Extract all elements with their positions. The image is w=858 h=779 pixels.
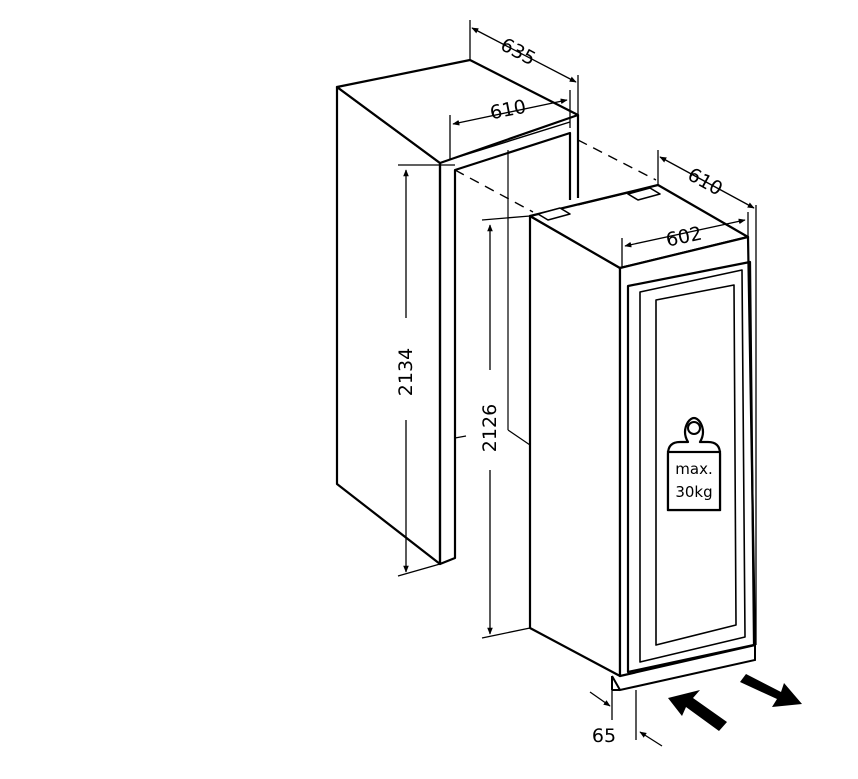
weight-line2: 30kg [675, 483, 712, 501]
weight-badge: max. 30kg [666, 416, 722, 512]
plinth-panel [611, 645, 756, 692]
dim-label-65: 65 [592, 725, 616, 747]
niche-inner-top [454, 121, 571, 159]
dim-appliance-height: 2126 [479, 215, 531, 639]
top-hinge-left [537, 207, 571, 221]
weight-icon-body [666, 450, 722, 512]
dim-plinth-offset: 65 [589, 690, 663, 747]
top-vent [577, 189, 641, 206]
weight-icon-handle [687, 421, 701, 435]
niche-opening-front [438, 131, 572, 566]
airflow-arrows [668, 674, 802, 731]
dim-niche-height: 2134 [395, 164, 455, 577]
dim-label-635: 635 [497, 34, 539, 70]
dim-label-2126: 2126 [479, 404, 501, 452]
door-inner-frame [639, 269, 746, 663]
wine-cabinet-appliance [528, 183, 757, 678]
reference-lines [454, 150, 531, 446]
alignment-guides [454, 139, 657, 213]
dim-label-610-appliance: 610 [684, 164, 726, 201]
air-exhaust-arrow-icon [740, 674, 802, 707]
door-glass [655, 284, 737, 646]
dim-label-2134: 2134 [395, 348, 417, 396]
weight-line1: max. [675, 460, 712, 478]
air-intake-arrow-icon [668, 690, 727, 731]
plinth [611, 645, 756, 692]
niche-side-panel [335, 85, 442, 566]
appliance-side [528, 214, 622, 678]
